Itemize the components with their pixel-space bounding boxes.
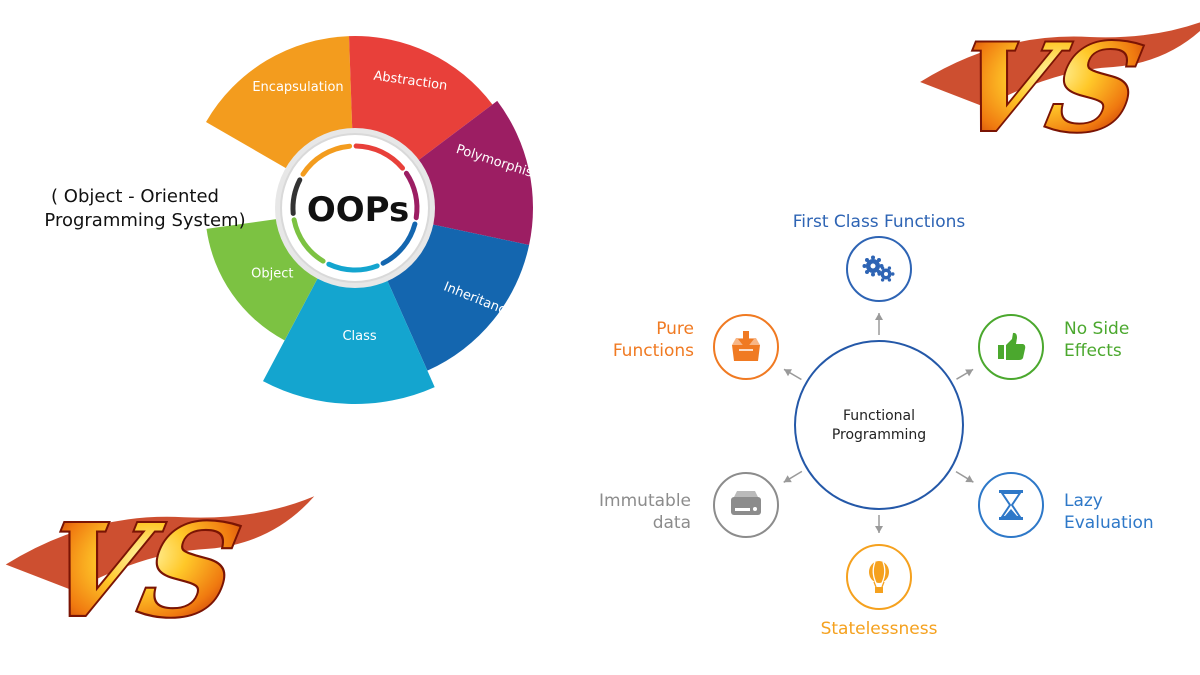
fp-node-label: Statelessness — [821, 619, 938, 639]
hard-drive-icon — [731, 491, 761, 515]
gears-icon — [862, 255, 895, 282]
fp-node-label: data — [653, 513, 691, 533]
oop-side-label-line1: ( Object - Oriented — [51, 186, 219, 207]
oop-hub-arc — [291, 217, 326, 264]
vs-text: VS — [944, 17, 1154, 158]
fp-connector-arrowhead — [875, 526, 883, 533]
oop-hub-arc — [326, 261, 380, 273]
oop-hub-arc — [403, 170, 420, 221]
oop-hub-arc — [380, 221, 418, 266]
oop-segment-label: Encapsulation — [252, 80, 343, 95]
oop-segment-label: Object — [251, 266, 293, 281]
hot-air-balloon-icon — [869, 561, 889, 593]
thumbs-up-icon — [998, 332, 1026, 360]
fp-center-line1: Functional — [843, 408, 915, 424]
fp-node-label: Effects — [1064, 341, 1122, 361]
oop-hub-arc — [290, 177, 303, 216]
fp-node-label: Pure — [656, 319, 694, 339]
fp-connector-arrowhead — [965, 369, 974, 377]
vs-logo-bottom: VS — [5, 495, 315, 648]
fp-node-label: Lazy — [1064, 491, 1103, 511]
fp-connector-arrowhead — [965, 475, 974, 483]
oop-segment-class — [263, 208, 435, 405]
fp-center-line2: Programming — [832, 427, 926, 443]
fp-node-label: Evaluation — [1064, 513, 1154, 533]
oop-hub-arcs — [290, 143, 420, 273]
fp-connector-arrowhead — [875, 313, 883, 320]
fp-diagram: Functional Programming First Class Funct… — [599, 212, 1154, 639]
fp-node-label: No Side — [1064, 319, 1129, 339]
fp-node-statelessness: Statelessness — [821, 515, 938, 639]
oop-hub-arc — [300, 143, 353, 177]
fp-node-label: First Class Functions — [793, 212, 966, 232]
oop-side-label-line2: Programming System) — [44, 210, 245, 231]
fp-center-circle — [794, 340, 964, 510]
fp-node-label: Immutable — [599, 491, 691, 511]
fp-node-first-class: First Class Functions — [793, 212, 966, 335]
fp-node-label: Functions — [613, 341, 694, 361]
download-box-icon — [732, 331, 760, 361]
oop-center-label: OOPs — [307, 190, 409, 230]
vs-flame-swoosh — [920, 17, 1200, 107]
oop-hub-arc — [353, 143, 405, 171]
fp-connector-arrowhead — [784, 369, 792, 377]
oop-hub — [280, 133, 430, 283]
vs-flame-swoosh — [5, 496, 315, 591]
hourglass-icon — [999, 490, 1023, 520]
oop-segment-label: Class — [342, 329, 376, 344]
vs-text: VS — [31, 497, 251, 645]
vs-logo-top: VS — [920, 15, 1200, 161]
fp-connector-arrowhead — [783, 475, 792, 483]
